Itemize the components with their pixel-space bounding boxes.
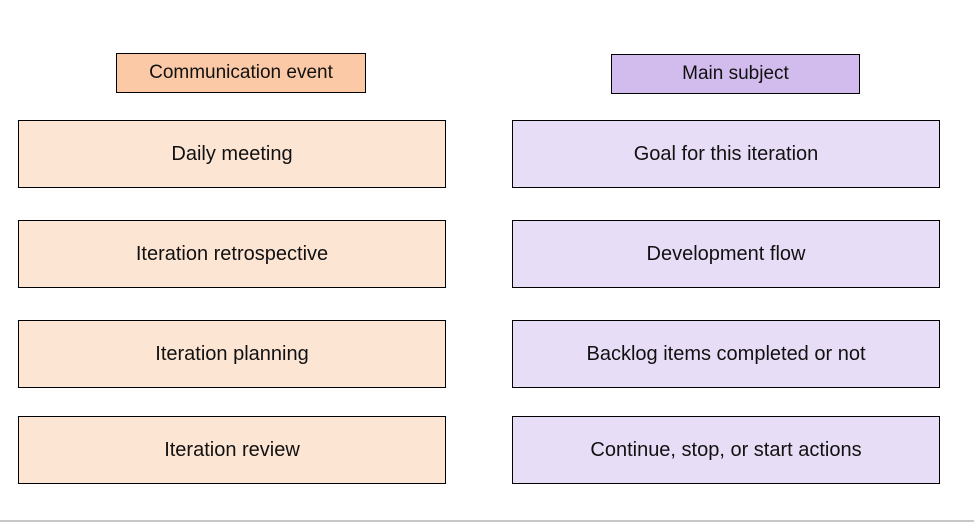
subject-box-development-flow: Development flow <box>512 220 940 288</box>
subject-box-backlog-items: Backlog items completed or not <box>512 320 940 388</box>
subject-label: Development flow <box>646 242 806 265</box>
event-label: Daily meeting <box>171 142 293 165</box>
event-box-daily-meeting: Daily meeting <box>18 120 446 188</box>
event-label: Iteration planning <box>155 342 309 365</box>
main-subject-header-label: Main subject <box>682 63 789 84</box>
event-box-iteration-planning: Iteration planning <box>18 320 446 388</box>
subject-label: Backlog items completed or not <box>586 342 866 365</box>
bottom-divider <box>0 520 974 522</box>
communication-event-header: Communication event <box>116 53 366 93</box>
event-box-iteration-review: Iteration review <box>18 416 446 484</box>
event-label: Iteration retrospective <box>135 242 329 265</box>
subject-box-goal: Goal for this iteration <box>512 120 940 188</box>
subject-label: Continue, stop, or start actions <box>590 438 862 461</box>
subject-box-actions: Continue, stop, or start actions <box>512 416 940 484</box>
event-label: Iteration review <box>164 438 300 461</box>
communication-event-header-label: Communication event <box>149 62 333 83</box>
main-subject-header: Main subject <box>611 54 860 94</box>
subject-label: Goal for this iteration <box>633 142 819 165</box>
event-box-iteration-retrospective: Iteration retrospective <box>18 220 446 288</box>
